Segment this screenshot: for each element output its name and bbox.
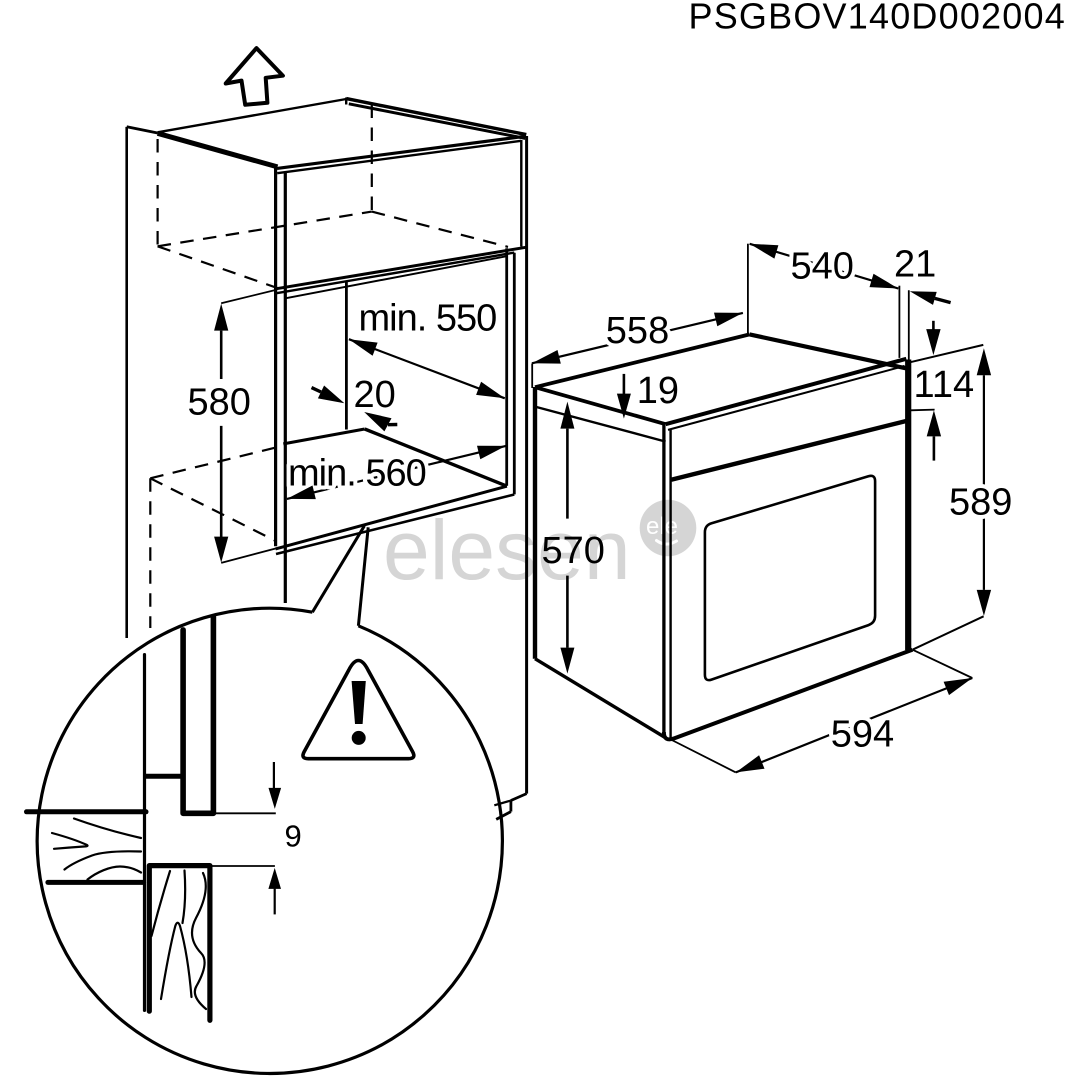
- svg-text:21: 21: [894, 243, 936, 285]
- svg-text:20: 20: [354, 374, 396, 416]
- svg-text:PSGBOV140D002004: PSGBOV140D002004: [689, 0, 1066, 37]
- svg-text:570: 570: [542, 530, 605, 572]
- svg-text:9: 9: [285, 819, 302, 854]
- svg-text:580: 580: [188, 381, 251, 423]
- svg-text:594: 594: [831, 714, 894, 756]
- svg-text:19: 19: [637, 370, 679, 412]
- svg-text:589: 589: [949, 482, 1012, 524]
- svg-text:min. 550: min. 550: [359, 298, 497, 340]
- svg-text:114: 114: [914, 364, 975, 406]
- svg-text:elesen: elesen: [383, 503, 631, 597]
- svg-text:540: 540: [791, 246, 854, 288]
- svg-text:ele: ele: [646, 513, 678, 540]
- svg-text:558: 558: [606, 310, 669, 352]
